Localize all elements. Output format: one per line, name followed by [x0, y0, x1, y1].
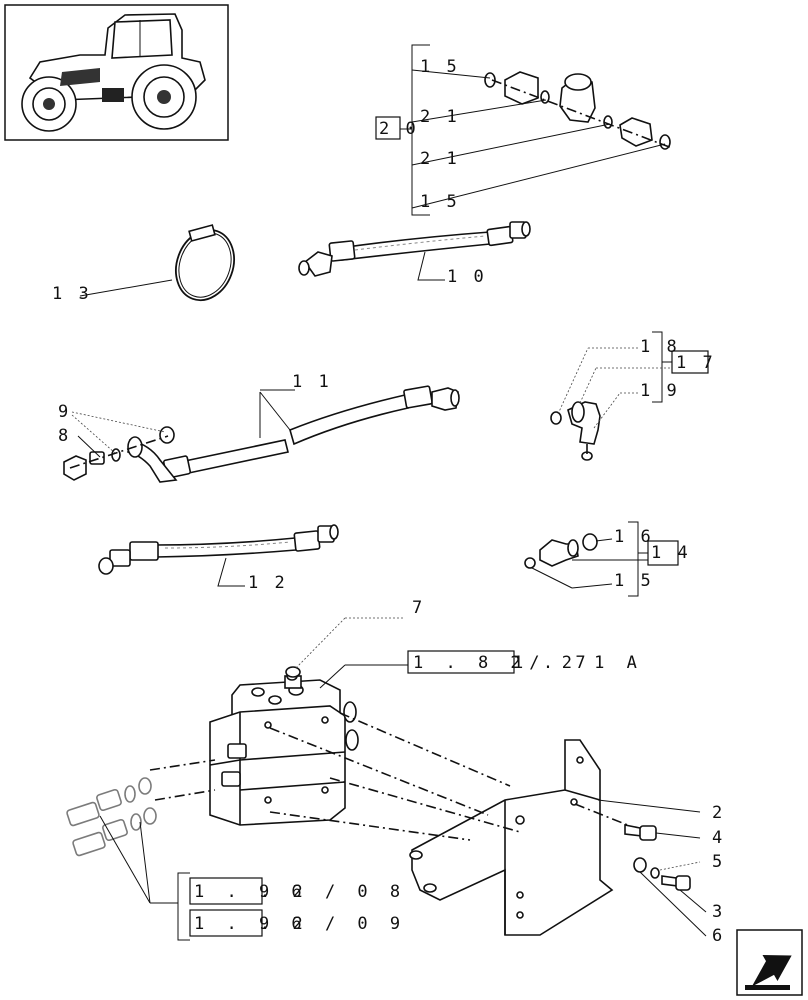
hose-assembly-11	[63, 385, 460, 483]
callout-15: 1 5	[614, 571, 654, 591]
reference-link[interactable]: 1 . 8 2 . 7	[413, 653, 592, 673]
right-leaders	[597, 799, 707, 937]
reference-1-96	[99, 815, 263, 941]
assembly-lines	[149, 712, 631, 841]
callout-19: 1 9	[640, 381, 680, 401]
callout-12: 1 2	[248, 573, 288, 593]
callout-16: 1 6	[614, 527, 654, 547]
callout-14: 1 4	[651, 543, 691, 563]
callout-7: 7	[412, 598, 425, 618]
callout-10: 1 0	[447, 267, 487, 287]
fitting-group-20	[375, 44, 673, 216]
callout-21: 2 1	[420, 107, 460, 127]
next-page-arrow-icon[interactable]	[736, 929, 803, 996]
reference-1-82-7	[319, 650, 515, 689]
hose-clamp-13	[79, 224, 235, 302]
callout-11: 1 1	[292, 372, 332, 392]
callout-9: 9	[58, 402, 71, 422]
hose-assembly-12	[98, 524, 339, 587]
reference-link-suffix[interactable]: 1/ 2 1 A	[513, 653, 643, 673]
elbow-fitting-group-17	[550, 331, 709, 461]
control-valve-block	[209, 671, 359, 826]
callout-4: 4	[712, 828, 725, 848]
callout-3: 3	[712, 902, 725, 922]
callout-8: 8	[58, 426, 71, 446]
callout-18: 1 8	[640, 337, 680, 357]
reference-link[interactable]: 1 . 9 6	[194, 914, 308, 934]
callout-15: 1 5	[420, 192, 460, 212]
reference-link-suffix[interactable]: . 2 / 0 8	[260, 882, 406, 902]
callout-5: 5	[712, 852, 725, 872]
reference-link-suffix[interactable]: . 2 / 0 9	[260, 914, 406, 934]
callout-21: 2 1	[420, 149, 460, 169]
callout-6: 6	[712, 926, 725, 946]
hose-ends-reference	[66, 777, 157, 857]
adapter-group-14	[524, 521, 679, 597]
callout-13: 1 3	[52, 284, 92, 304]
callout-17: 1 7	[676, 353, 716, 373]
callout-2: 2	[712, 803, 725, 823]
callout-20: 2 0	[379, 119, 419, 139]
mounting-bracket	[409, 739, 614, 936]
reference-link[interactable]: 1 . 9 6	[194, 882, 308, 902]
plug-7	[285, 617, 405, 678]
tractor-thumbnail-icon	[4, 4, 229, 141]
fasteners	[624, 824, 691, 891]
callout-15: 1 5	[420, 57, 460, 77]
hose-assembly-10	[298, 221, 531, 281]
